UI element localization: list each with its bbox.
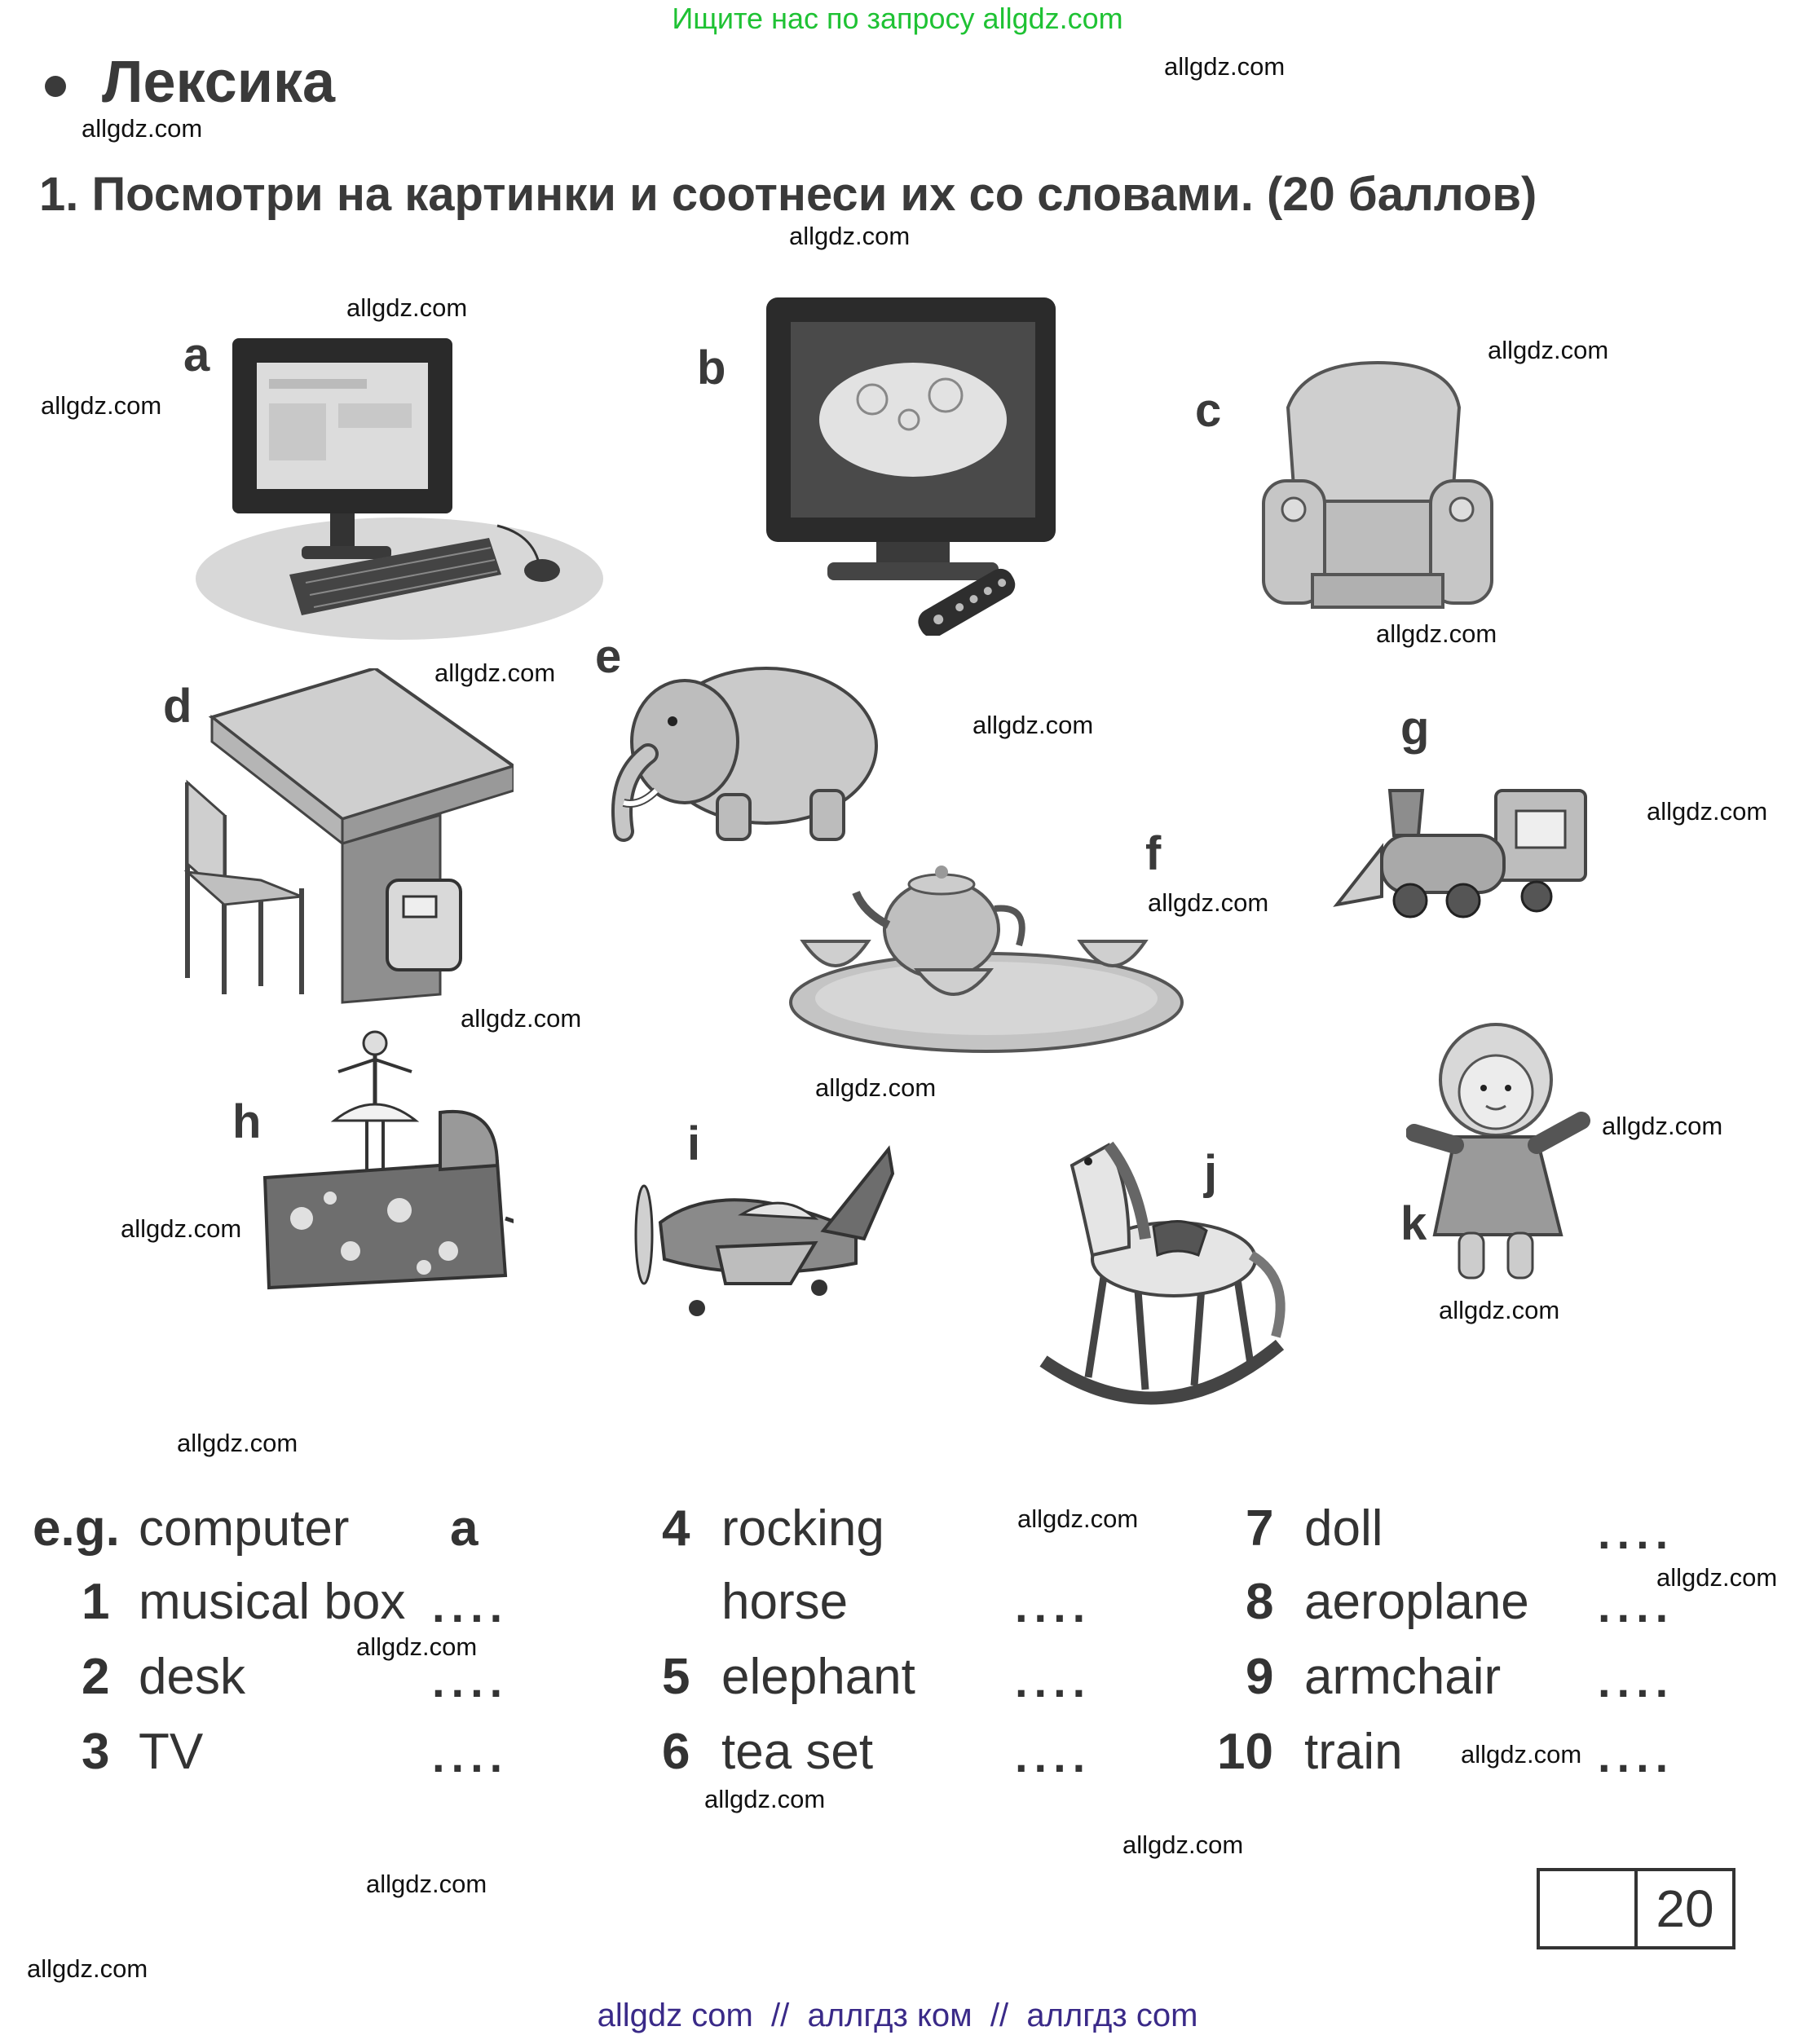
picture-letter-g: g	[1400, 702, 1430, 755]
item-number: 8	[1246, 1574, 1274, 1630]
answer-blank[interactable]: ....	[1598, 1730, 1675, 1782]
desk-icon	[183, 668, 514, 1004]
tv-icon	[766, 297, 1056, 636]
score-max: 20	[1656, 1879, 1714, 1938]
answer-blank[interactable]: ....	[1598, 1580, 1675, 1632]
example-row: e.g.	[33, 1500, 120, 1557]
doll-icon	[1406, 1023, 1590, 1280]
watermark: allgdz.com	[1017, 1504, 1139, 1533]
item-number: 6	[662, 1724, 690, 1780]
picture-letter-d: d	[163, 680, 192, 733]
item-number: 5	[662, 1649, 690, 1705]
picture-letter-k: k	[1400, 1197, 1427, 1250]
answer-blank[interactable]: ....	[1598, 1655, 1675, 1707]
computer-icon	[196, 338, 603, 640]
answer-blank[interactable]: ....	[1598, 1507, 1675, 1558]
watermark: allgdz.com	[815, 1073, 937, 1102]
item-word: elephant	[721, 1649, 915, 1705]
item-word: tea set	[721, 1724, 874, 1780]
task-title: 1. Посмотри на картинки и соотнеси их со…	[39, 168, 1537, 221]
aeroplane-icon	[634, 1145, 895, 1316]
answer-blank[interactable]: ....	[432, 1730, 509, 1782]
item-number: 7	[1246, 1500, 1274, 1557]
item-number: 4	[662, 1500, 690, 1557]
picture-letter-a: a	[183, 328, 210, 381]
picture-letter-b: b	[697, 341, 726, 394]
picture-letter-h: h	[232, 1095, 262, 1148]
watermark: allgdz.com	[177, 1429, 298, 1457]
item-word: doll	[1304, 1500, 1383, 1557]
watermark: allgdz.com	[121, 1214, 242, 1243]
answer-blank[interactable]: ....	[1015, 1655, 1092, 1707]
picture-letter-j: j	[1204, 1146, 1218, 1199]
answer-blank[interactable]: ....	[432, 1655, 509, 1707]
watermark: allgdz.com	[972, 711, 1094, 739]
footer-watermark: allgdz com // аллгдз ком // аллгдз com	[597, 1998, 1198, 2033]
watermark: allgdz.com	[1461, 1740, 1582, 1769]
watermark: allgdz.com	[789, 222, 911, 250]
watermark: allgdz.com	[356, 1632, 478, 1661]
watermark: allgdz.com	[366, 1870, 487, 1898]
example-label: e.g.	[33, 1500, 120, 1557]
item-word-line2: horse	[721, 1574, 849, 1630]
watermark: allgdz.com	[1647, 797, 1768, 826]
watermark: allgdz.com	[434, 659, 556, 687]
watermark: allgdz.com	[41, 391, 162, 420]
musical-box-icon	[262, 1030, 514, 1290]
watermark: allgdz.com	[1122, 1830, 1244, 1859]
item-number: 2	[82, 1649, 110, 1705]
watermark: allgdz.com	[27, 1954, 148, 1983]
item-word: train	[1304, 1724, 1403, 1780]
picture-letter-c: c	[1195, 384, 1222, 437]
watermark: allgdz.com	[704, 1785, 826, 1813]
score-box: 20	[1537, 1868, 1735, 1949]
picture-letter-i: i	[687, 1117, 701, 1170]
picture-letter-e: e	[595, 630, 622, 683]
item-word: desk	[139, 1649, 245, 1705]
item-word: musical box	[139, 1574, 406, 1630]
section-title-text: Лексика	[102, 50, 336, 115]
rocking-horse-icon	[1039, 1141, 1286, 1405]
watermark: allgdz.com	[82, 114, 203, 143]
answer-blank[interactable]: ....	[432, 1580, 509, 1632]
score-input-cell[interactable]	[1540, 1871, 1638, 1946]
item-word: rocking	[721, 1500, 884, 1557]
item-word: TV	[139, 1724, 204, 1780]
elephant-icon	[611, 667, 878, 842]
tea-set-icon	[789, 866, 1184, 1053]
item-word: aeroplane	[1304, 1574, 1529, 1630]
answer-blank[interactable]: ....	[1015, 1580, 1092, 1632]
example-word: computer	[139, 1500, 350, 1557]
watermark: allgdz.com	[1602, 1112, 1723, 1140]
picture-letter-f: f	[1145, 827, 1162, 880]
watermark: allgdz.com	[1148, 888, 1269, 917]
example-answer: a	[450, 1500, 479, 1557]
watermark: allgdz.com	[1376, 619, 1497, 648]
watermark: allgdz.com	[1656, 1563, 1778, 1592]
item-number: 1	[82, 1574, 110, 1630]
item-number: 3	[82, 1724, 110, 1780]
armchair-icon	[1262, 360, 1493, 609]
item-word: armchair	[1304, 1649, 1502, 1705]
section-title: Лексика	[45, 49, 335, 116]
item-number: 10	[1217, 1724, 1273, 1780]
watermark: allgdz.com	[1439, 1296, 1560, 1324]
watermark: allgdz.com	[1488, 336, 1609, 364]
watermark: allgdz.com	[346, 293, 468, 322]
watermark: allgdz.com	[461, 1004, 582, 1033]
answer-blank[interactable]: ....	[1015, 1730, 1092, 1782]
bullet-icon	[45, 75, 66, 97]
item-number: 9	[1246, 1649, 1274, 1705]
top-banner: Ищите нас по запросу allgdz.com	[672, 2, 1123, 35]
train-icon	[1333, 789, 1587, 918]
watermark: allgdz.com	[1164, 52, 1286, 81]
